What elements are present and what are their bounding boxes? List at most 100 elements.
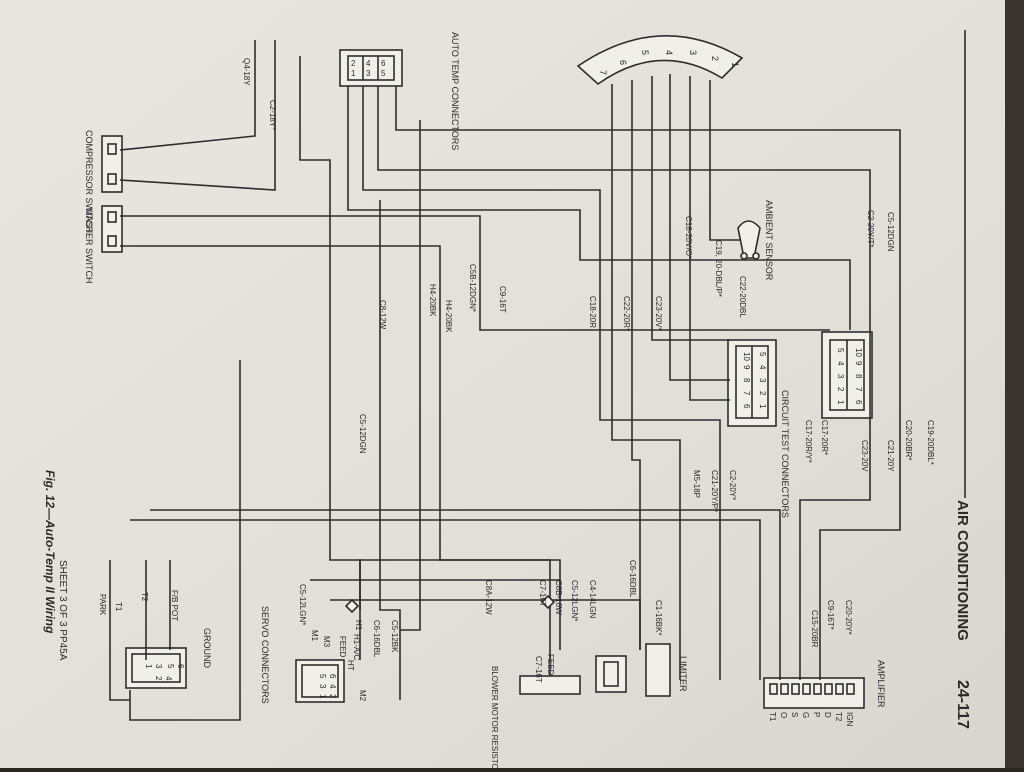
pin-1: 1 <box>351 69 356 78</box>
ct-upper-pin: 5 <box>836 348 845 353</box>
ct-upper-pin: 10 <box>854 348 863 357</box>
wire-label: H1 <box>354 620 363 631</box>
wire-label: F/B POT <box>170 590 179 621</box>
ct-lower-pin: 4 <box>758 365 767 370</box>
wire-label: C18-20V/O* <box>684 216 693 259</box>
wire-label: C17-20R/Y* <box>804 420 813 463</box>
ground-pin: 4 <box>164 676 173 681</box>
page-edge-shadow <box>1005 0 1024 768</box>
limiter-label: LIMITER <box>678 656 688 692</box>
pin-2: 2 <box>351 59 356 68</box>
limiter <box>645 643 671 697</box>
wire-label: C19-20DBL* <box>926 420 935 465</box>
wire-label: C8A-12W <box>484 580 493 615</box>
ct-upper-pin: 8 <box>854 374 863 379</box>
wire-label: C23-20V* <box>654 296 663 331</box>
ct-upper-pin: 7 <box>854 387 863 392</box>
wire-label: C6-16DBL <box>628 560 637 598</box>
servo-pin: 4 <box>328 684 337 689</box>
ct-lower-pin: 7 <box>742 391 751 396</box>
compressor-label: COMPRESSOR SWITCH <box>84 130 94 233</box>
arc-number: 7 <box>598 70 608 75</box>
amplifier-pin-socket <box>824 683 833 695</box>
ct-upper-pin: 2 <box>836 387 845 392</box>
wire-label: T1 <box>114 602 123 612</box>
wire-label: FEED <box>546 654 555 676</box>
amplifier-pin-socket <box>835 683 844 695</box>
ct-lower-pin: 1 <box>758 404 767 409</box>
wire-label: C20-20Y* <box>844 600 853 635</box>
wire-label: H1-A/C <box>352 634 361 660</box>
wire-label: C23-20V <box>860 440 869 472</box>
pin-3: 3 <box>366 69 371 78</box>
ct-lower-pin: 9 <box>742 365 751 370</box>
wire-label: HT <box>346 660 355 671</box>
servo-label: SERVO CONNECTORS <box>260 606 270 704</box>
amplifier-pin-label: G <box>801 712 810 718</box>
pin-5: 5 <box>381 69 386 78</box>
compressor-switch <box>101 135 123 193</box>
wire-label: PARK <box>98 594 107 616</box>
wire-label: C5-12BK <box>390 620 399 653</box>
servo-pin: 6 <box>328 674 337 679</box>
blower-label: BLOWER MOTOR RESISTOR <box>490 666 499 768</box>
servo-pin: 5 <box>318 674 327 679</box>
wire-label: C18-20R <box>588 296 597 328</box>
wire-label: FEED <box>338 636 347 658</box>
amplifier-pin-socket <box>769 683 778 695</box>
arc-number: 2 <box>710 56 720 61</box>
wire-label: C5-12LGN* <box>298 584 307 625</box>
ground-pin: 3 <box>154 664 163 669</box>
ground-pin: 2 <box>154 676 163 681</box>
wire-label: C9-16T* <box>826 600 835 630</box>
amplifier-label: AMPLIFIER <box>876 660 886 708</box>
ct-upper-pin: 9 <box>854 361 863 366</box>
amplifier-pin-socket <box>791 683 800 695</box>
wire-label: C19, 20-DBL/P* <box>714 240 723 297</box>
wire-label: C2-20Y* <box>728 470 737 500</box>
ct-lower-pin: 8 <box>742 378 751 383</box>
amplifier-pin-label: T1 <box>768 712 777 722</box>
wire-label: M5-18P <box>692 470 701 498</box>
arc-number: 4 <box>664 50 674 55</box>
wire-label: M2 <box>358 690 367 702</box>
section-title: AIR CONDITIONING <box>954 500 971 641</box>
wire-label: C17-20R* <box>820 420 829 455</box>
amplifier-pin-label: D <box>823 712 832 718</box>
servo-pin: 3 <box>318 684 327 689</box>
wire-label: C7-16T <box>538 580 547 607</box>
amplifier-pin-label: T2 <box>834 712 843 722</box>
pin-4: 4 <box>366 59 371 68</box>
wire-label: C20-20BR* <box>904 420 913 460</box>
wire-label: M1 <box>310 630 319 642</box>
auto-temp-label-text: AUTO TEMP CONNECTORS <box>450 32 460 150</box>
wire-label: C15-20BR <box>810 610 819 648</box>
wire-label: H4-20BK <box>428 284 437 317</box>
ct-upper-pin: 4 <box>836 361 845 366</box>
wire-label: T2 <box>140 592 149 602</box>
wire-label: Q4-18Y <box>242 58 251 86</box>
wire-label: C4-14LGN <box>588 580 597 618</box>
wire-labels: C5-12DGNC2-20Y/T*C19-20DBL*C20-20BR*C21-… <box>98 58 935 702</box>
arc-number: 1 <box>730 62 740 67</box>
wire-label: C6-16DBL <box>372 620 381 658</box>
ct-upper-pin: 1 <box>836 400 845 405</box>
ct-lower-pin: 3 <box>758 378 767 383</box>
amplifier-pin-label: P <box>812 712 821 717</box>
auto-temp-label: AUTO TEMP CONNECTORS <box>450 32 460 150</box>
wire-label: C2-18Y* <box>268 100 277 130</box>
page-number: 24-117 <box>954 680 971 729</box>
wire-label: C2-20Y/T* <box>866 210 875 247</box>
arc-number: 3 <box>688 50 698 55</box>
wire-label: C7-16T <box>534 656 543 683</box>
ground-label: GROUND <box>202 628 212 668</box>
sheet-label: SHEET 3 OF 3 PP45A <box>57 560 68 661</box>
blower-motor-resistor <box>519 655 627 695</box>
